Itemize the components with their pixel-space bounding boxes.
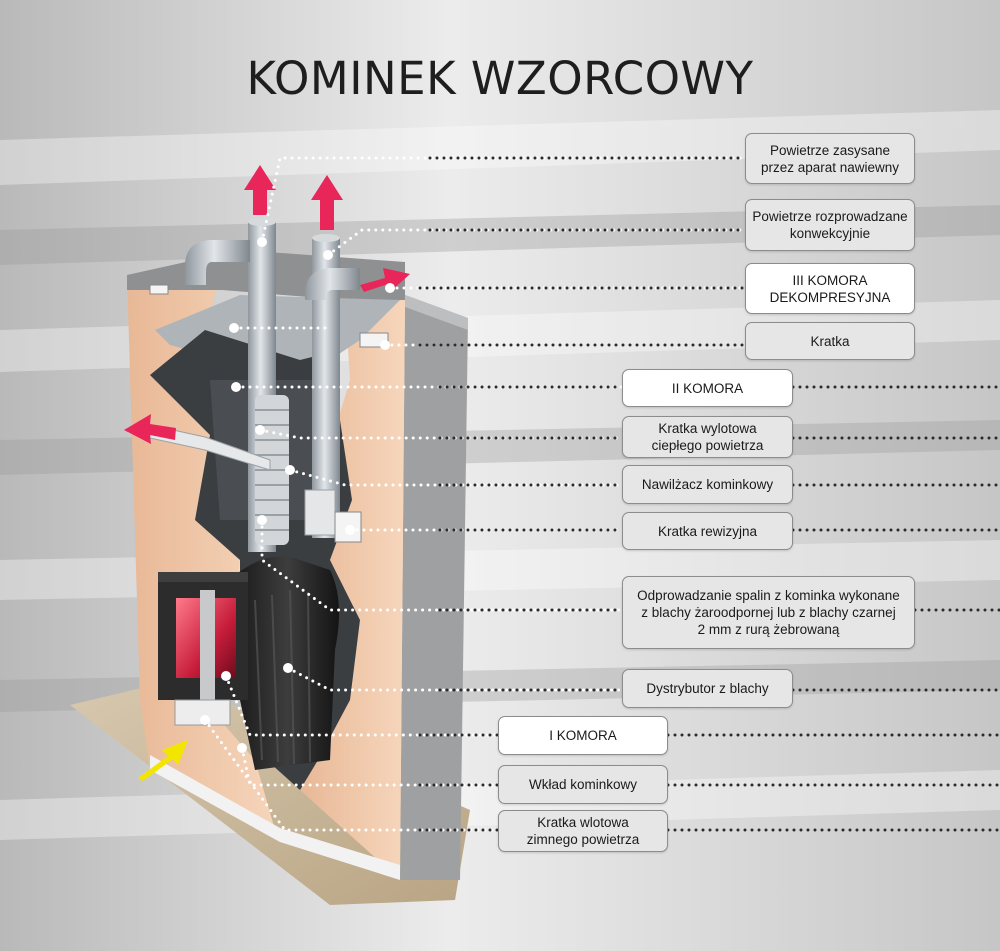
side-wall-concrete <box>400 295 468 880</box>
leader-lines-right <box>666 385 1000 832</box>
label-cold-inlet: Kratka wlotowa zimnego powietrza <box>498 810 668 852</box>
humidifier-box <box>304 489 336 536</box>
label-grate: Kratka <box>745 322 915 360</box>
skirting <box>150 755 400 880</box>
diagram-title: KOMINEK WZORCOWY <box>246 52 754 105</box>
label-convection-air: Powietrze rozprowadzane konwekcyjnie <box>745 199 915 251</box>
leader-lines-dark <box>418 156 747 832</box>
grate-small-left <box>149 284 169 295</box>
label-insert: Wkład kominkowy <box>498 765 668 804</box>
hot-air-arrows <box>124 165 410 444</box>
elbow-left <box>185 240 250 285</box>
label-flue: Odprowadzanie spalin z kominka wykonane … <box>622 576 915 649</box>
label-humidifier: Nawilżacz kominkowy <box>622 465 793 504</box>
leader-endpoints <box>200 237 395 753</box>
front-cladding-right <box>300 300 405 880</box>
label-chamber-3: III KOMORA DEKOMPRESYJNA <box>745 263 915 314</box>
label-supply-air: Powietrze zasysane przez aparat nawiewny <box>745 133 915 184</box>
label-distributor: Dystrybutor z blachy <box>622 669 793 708</box>
label-warm-outlet: Kratka wylotowa ciepłego powietrza <box>622 416 793 458</box>
label-chamber-2: II KOMORA <box>622 369 793 407</box>
cold-air-arrow <box>138 740 188 781</box>
label-inspection-grate: Kratka rewizyjna <box>622 512 793 550</box>
cold-air-grate <box>174 699 231 726</box>
label-chamber-1: I KOMORA <box>498 716 668 755</box>
elbow-right <box>305 268 360 300</box>
